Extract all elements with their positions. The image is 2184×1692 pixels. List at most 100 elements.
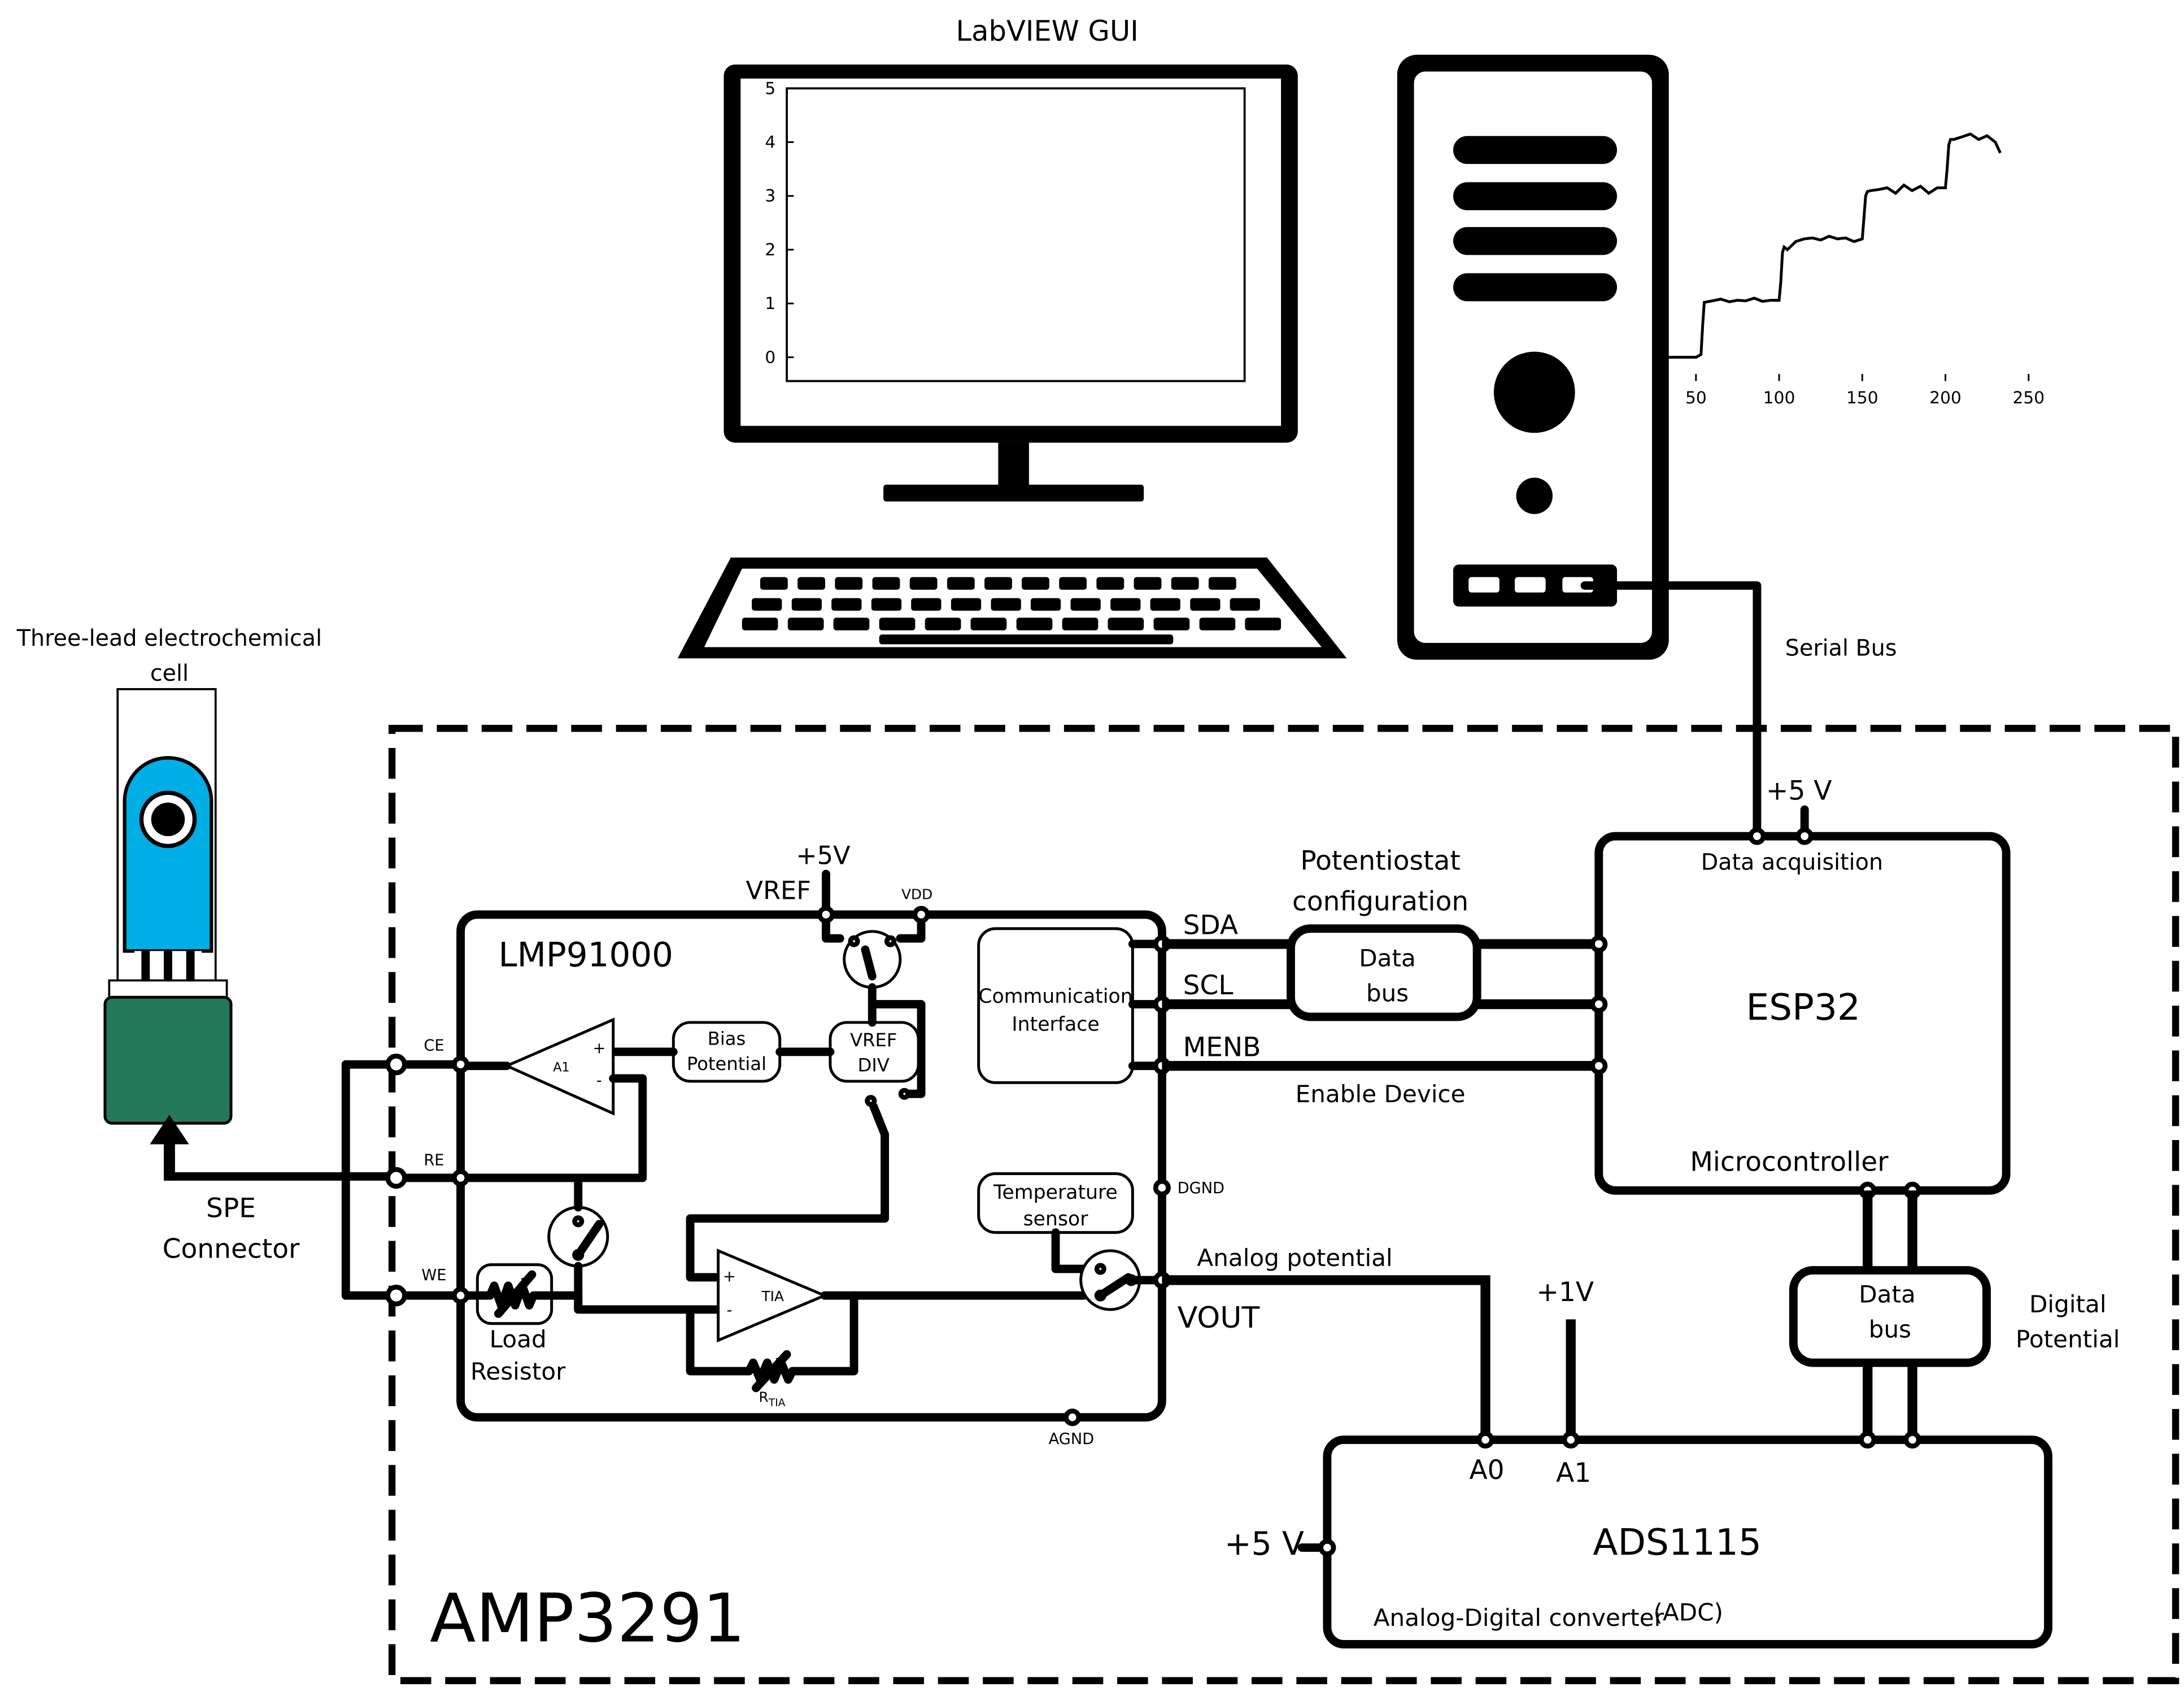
temp-line2: sensor	[1023, 1208, 1089, 1230]
switch-contact-a	[848, 935, 860, 947]
vref-div-line1: VREF	[850, 1029, 897, 1051]
ads1115-bus-pin-2	[1903, 1431, 1921, 1449]
keyboard-key	[835, 577, 863, 590]
config-data-bus-line2: bus	[1366, 980, 1409, 1007]
y-tick-label: 0	[765, 347, 775, 367]
keyboard-key	[1190, 598, 1220, 611]
a1-plus: +	[593, 1039, 606, 1057]
spe-label-line2: Connector	[163, 1233, 300, 1264]
keyboard-key	[925, 617, 961, 630]
keyboard-key	[760, 577, 788, 590]
lmp91000: LMP91000 +5V VREF VDD VREF DIV Bias Pote…	[385, 841, 1259, 1448]
keyboard-key	[1022, 577, 1049, 590]
potentiostat-config-line1: Potentiostat	[1300, 846, 1460, 877]
vref-div-line2: DIV	[858, 1055, 890, 1076]
esp32-scl-pin	[1590, 995, 1608, 1014]
re-terminal	[385, 1167, 407, 1189]
x-tick-label: 50	[1685, 388, 1707, 408]
load-label-line2: Resistor	[470, 1358, 566, 1385]
keyboard-key	[1096, 577, 1124, 590]
bias-line1: Bias	[708, 1028, 746, 1049]
monitor-stand	[883, 484, 1144, 502]
y-tick-label: 1	[765, 294, 775, 314]
ads1115: ADS1115 Analog-Digital converter (ADC) A…	[1224, 1431, 2052, 1648]
bias-line2: Potential	[687, 1053, 766, 1075]
int-z-switch-arm	[869, 1102, 890, 1139]
keyboard-key	[1110, 598, 1141, 611]
vref-pin	[817, 906, 835, 924]
working-electrode	[151, 802, 185, 837]
keyboard-key	[872, 577, 900, 590]
tia-label: TIA	[761, 1288, 784, 1304]
ads1115-name: ADS1115	[1593, 1521, 1762, 1564]
re-pin	[452, 1169, 470, 1187]
load-arrow-head	[521, 1275, 532, 1286]
cell-title-line2: cell	[150, 660, 189, 686]
tia-out-node	[849, 1291, 858, 1300]
analog-potential-label: Analog potential	[1197, 1244, 1392, 1272]
vref-label: VREF	[746, 876, 811, 906]
keyboard-key	[1070, 598, 1101, 611]
power-button	[1493, 351, 1575, 433]
keyboard-key	[1171, 577, 1199, 590]
short-switch-arm	[574, 1220, 604, 1259]
vdd-pin	[912, 906, 930, 924]
a1-label: A1	[553, 1060, 569, 1075]
tia-minus: -	[727, 1302, 733, 1319]
chart-series-line	[1612, 132, 2002, 359]
dgnd-pin	[1153, 1178, 1171, 1197]
ads1115-bus-pin-1	[1859, 1431, 1877, 1449]
supply-switch-arm	[861, 945, 877, 981]
a0-pin	[1476, 1431, 1494, 1449]
int-z-contact-b	[898, 1088, 910, 1100]
potentiostat-config-line2: configuration	[1292, 886, 1468, 917]
keyboard-key	[1108, 617, 1144, 630]
lmp91000-title: LMP91000	[498, 936, 673, 975]
keyboard-key	[991, 598, 1021, 611]
chart-ticks	[787, 87, 2030, 381]
lead-3	[186, 951, 195, 985]
re-label: RE	[424, 1152, 444, 1169]
rtia-label-main: R	[759, 1389, 769, 1406]
keyboard-key	[909, 577, 938, 590]
we-node	[574, 1291, 583, 1300]
board-name: AMP3291	[430, 1580, 746, 1658]
load-label-line1: Load	[490, 1325, 547, 1353]
vref-div-feed	[868, 983, 926, 1098]
y-tick-label: 3	[765, 186, 775, 206]
drive-bay-4	[1453, 273, 1618, 302]
ce-terminal	[385, 1053, 407, 1076]
spe-electrode	[123, 756, 213, 953]
x-tick-label: 100	[1763, 388, 1795, 408]
esp32: ESP32 Data acquisition Microcontroller +…	[1590, 776, 2011, 1199]
x-tick-label: 150	[1846, 388, 1878, 408]
keyboard-key	[791, 598, 822, 611]
keyboard-key	[970, 617, 1007, 630]
we-terminal	[385, 1284, 407, 1307]
switch-contact-b	[884, 935, 897, 947]
esp32-name: ESP32	[1746, 986, 1860, 1029]
spe-connector-body	[103, 995, 233, 1125]
ce-label: CE	[424, 1037, 444, 1054]
rtia-label-sub: TIA	[768, 1397, 786, 1409]
keyboard-key	[871, 598, 902, 611]
spe-arrow-head	[150, 1115, 189, 1181]
a1-minus: -	[596, 1072, 602, 1089]
esp32-top-label: Data acquisition	[1701, 850, 1883, 876]
enable-device-label: Enable Device	[1296, 1080, 1466, 1108]
rtia-arrow-head	[775, 1354, 787, 1366]
comm-line2: Interface	[1012, 1014, 1099, 1036]
keyboard-key	[833, 617, 870, 630]
keyboard-key	[752, 598, 782, 611]
esp32-supply-pin	[1795, 827, 1814, 845]
sda-label: SDA	[1183, 910, 1239, 941]
keyboard-key	[1062, 617, 1098, 630]
agnd-label: AGND	[1049, 1430, 1095, 1448]
digital-potential-line2: Potential	[2016, 1325, 2120, 1353]
keyboard-key	[1150, 598, 1180, 611]
we-label: WE	[421, 1267, 446, 1284]
